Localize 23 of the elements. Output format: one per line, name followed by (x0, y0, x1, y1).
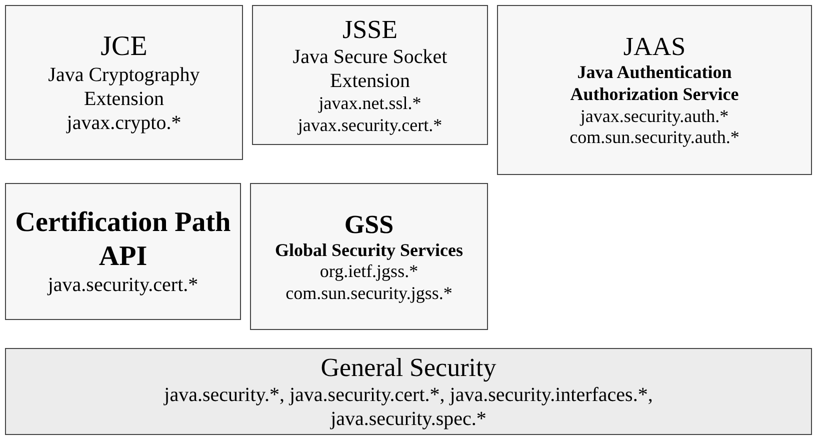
package-list: java.security.cert.* (48, 273, 198, 298)
heading: GSS (344, 208, 394, 240)
component-box (497, 5, 812, 175)
package-list: java.security.*, java.security.cert.*, java.security.interfaces.*, java.security.spec.* (98, 383, 718, 432)
heading: JAAS (623, 31, 686, 62)
subtitle: Java Secure Socket Extension (292, 45, 448, 93)
package-name: com.sun.security.jgss.* (286, 282, 452, 304)
heading: JCE (100, 30, 148, 64)
component-box (252, 5, 488, 145)
component-box (5, 5, 243, 160)
component-box (5, 183, 241, 320)
heading: JSSE (342, 14, 398, 45)
component-box (5, 348, 812, 435)
package-name: com.sun.security.auth.* (570, 127, 740, 149)
heading: Certification Path API (14, 206, 232, 274)
package-name: org.ietf.jgss.* (320, 261, 418, 283)
package-name: javax.security.auth.* (580, 106, 729, 128)
package-name: javax.security.cert.* (298, 114, 442, 136)
subtitle: Global Security Services (275, 240, 463, 262)
component-box (250, 183, 488, 330)
heading: General Security (320, 352, 496, 384)
package-list: javax.crypto.* (66, 111, 182, 136)
package-name: javax.net.ssl.* (318, 93, 422, 115)
